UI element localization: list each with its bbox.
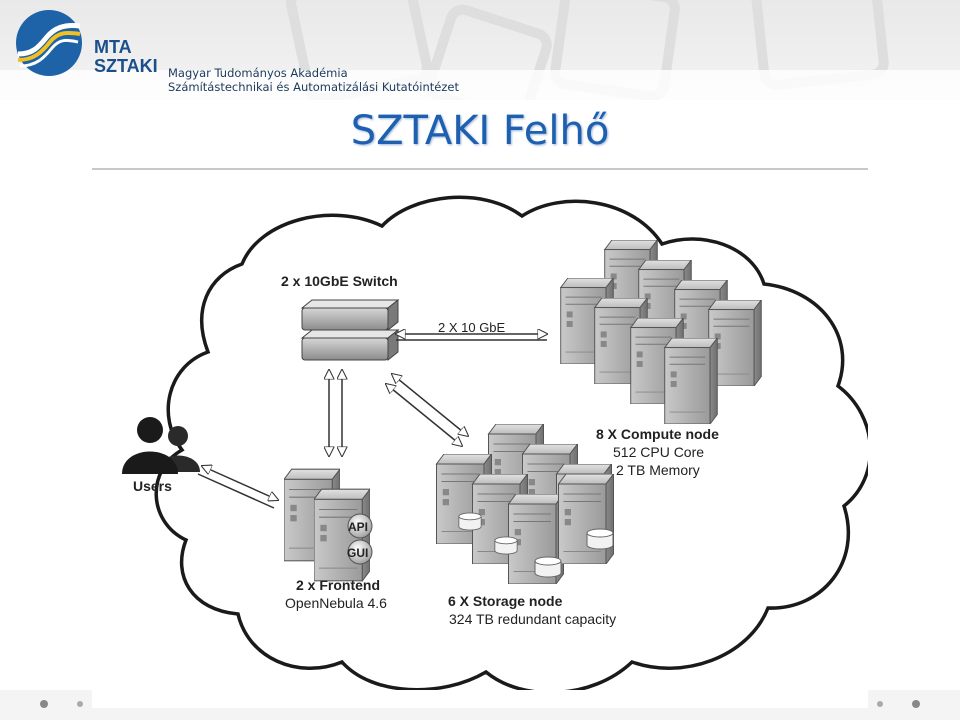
disk-cylinder-icon — [534, 556, 562, 578]
logo-text-mta: MTA — [94, 37, 132, 57]
slide-title: SZTAKI Felhő — [350, 108, 610, 154]
users-icon — [122, 417, 200, 474]
footer-dot-icon — [40, 700, 48, 708]
footer-bar — [0, 690, 960, 720]
compute-cpu: 512 CPU Core — [613, 444, 704, 460]
network-switch-icon — [300, 298, 400, 362]
switch-storage-link-arrow — [386, 374, 468, 446]
link-label: 2 X 10 GbE — [438, 320, 506, 335]
compute-title: 8 X Compute node — [596, 426, 719, 442]
storage-capacity: 324 TB redundant capacity — [449, 611, 616, 627]
globe-icon — [347, 513, 373, 539]
gui-badge: GUI — [347, 539, 373, 565]
footer-dot-icon — [77, 701, 83, 707]
frontend-servers: API GUI — [284, 468, 373, 582]
logo-text-sztaki: SZTAKI — [94, 56, 158, 76]
globe-icon — [347, 539, 373, 565]
switch-compute-link-arrow — [396, 334, 547, 341]
institute-name-line2: Számítástechnikai és Automatizálási Kuta… — [168, 80, 459, 94]
disk-cylinder-icon — [494, 536, 518, 555]
compute-memory: 2 TB Memory — [616, 462, 700, 478]
gui-badge-label: GUI — [347, 546, 368, 560]
api-badge: API — [347, 513, 373, 539]
title-divider — [92, 168, 868, 170]
users-frontend-link-arrow — [197, 466, 278, 509]
api-badge-label: API — [348, 520, 368, 534]
disk-cylinder-icon — [458, 512, 482, 531]
institute-name-line1: Magyar Tudományos Akadémia — [168, 66, 348, 80]
frontend-title: 2 x Frontend — [296, 577, 380, 593]
mta-sztaki-logo-icon — [16, 10, 82, 76]
switch-frontend-link-arrow — [329, 370, 342, 456]
frontend-software: OpenNebula 4.6 — [285, 595, 387, 611]
footer-dot-icon — [877, 701, 883, 707]
switch-label: 2 x 10GbE Switch — [281, 273, 398, 289]
storage-title: 6 X Storage node — [448, 593, 563, 609]
server-tower-icon — [664, 338, 718, 424]
disk-cylinder-icon — [586, 528, 614, 550]
server-tower-icon — [557, 474, 615, 564]
cloud-architecture-diagram: 2 x 10GbE Switch 2 X 10 GbE 8 — [122, 195, 868, 695]
footer-dot-icon — [912, 700, 920, 708]
users-label: Users — [133, 478, 172, 494]
